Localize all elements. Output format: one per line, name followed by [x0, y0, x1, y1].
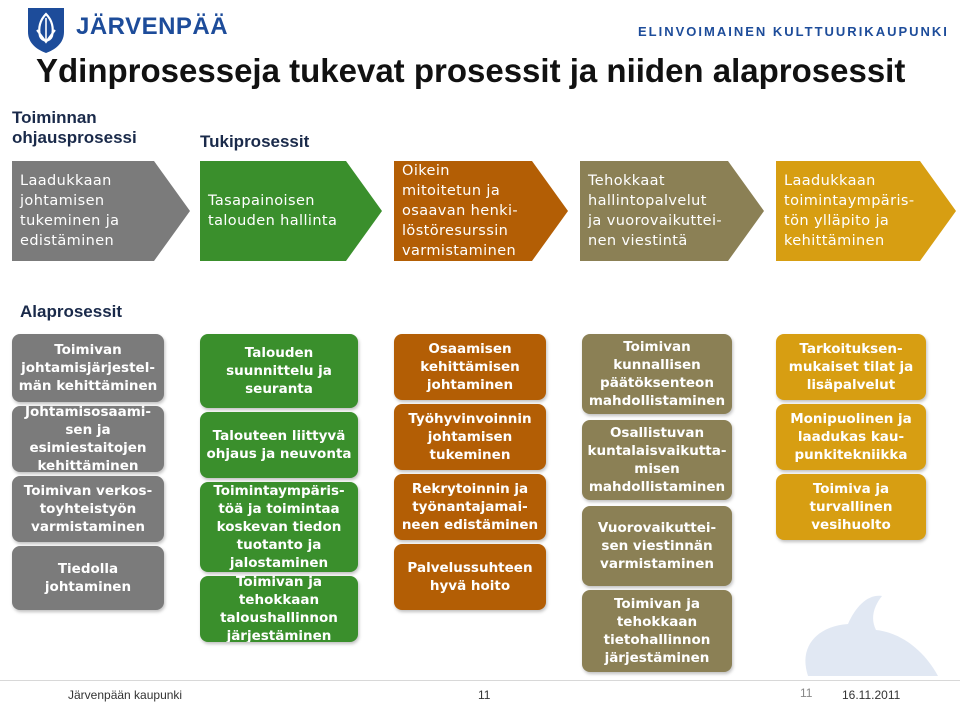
subprocess-box: Toimivan ja tehokkaan taloushallinnon jä…	[200, 576, 358, 642]
subprocess-box: Osallistuvan kuntalaisvaikutta-misen mah…	[582, 420, 732, 500]
process-arrow-henkilosto: Oikein mitoitetun ja osaavan henki-löstö…	[394, 161, 568, 261]
subprocess-box: Toimiva ja turvallinen vesihuolto	[776, 474, 926, 540]
footer-divider	[0, 680, 960, 681]
subprocess-box: Työhyvinvoinnin johtamisen tukeminen	[394, 404, 546, 470]
footer-organization: Järvenpään kaupunki	[68, 688, 183, 702]
brand-name: JÄRVENPÄÄ	[76, 13, 229, 40]
subprocess-box: Talouteen liittyvä ohjaus ja neuvonta	[200, 412, 358, 478]
label-alaprosessit: Alaprosessit	[20, 302, 123, 321]
arrow-label: Tehokkaat hallintopalvelut ja vuorovaiku…	[588, 173, 723, 249]
subprocess-box: Talouden suunnittelu ja seuranta	[200, 334, 358, 408]
subprocess-box: Tiedolla johtaminen	[12, 546, 164, 610]
subprocess-box: Monipuolinen ja laadukas kau-punkiteknii…	[776, 404, 926, 470]
process-arrow-toimintaymparisto: Laadukkaan toimintaympäris-tön ylläpito …	[776, 161, 956, 261]
subprocess-box: Tarkoituksen-mukaiset tilat ja lisäpalve…	[776, 334, 926, 400]
subprocess-box: Palvelussuhteen hyvä hoito	[394, 544, 546, 610]
subprocess-box: Osaamisen kehittämisen johtaminen	[394, 334, 546, 400]
subprocess-box: Toimintaympäris-töä ja toimintaa koskeva…	[200, 482, 358, 572]
arrow-label: Laadukkaan toimintaympäris-tön ylläpito …	[784, 173, 915, 249]
subprocess-box: Rekrytoinnin ja työnantajamai-neen edist…	[394, 474, 546, 540]
label-ohjausprosessi: Toiminnan ohjausprosessi	[12, 108, 137, 147]
footer-page-number-secondary: 11	[800, 686, 813, 700]
label-tukiprosessit: Tukiprosessit	[200, 132, 310, 151]
subprocess-box: Johtamisosaami-sen ja esimiestaitojen ke…	[12, 406, 164, 472]
subprocess-box: Toimivan ja tehokkaan tietohallinnon jär…	[582, 590, 732, 672]
arrow-label: Laadukkaan johtamisen tukeminen ja edist…	[20, 173, 120, 249]
page-title: Ydinprosesseja tukevat prosessit ja niid…	[36, 52, 906, 89]
footer-date: 16.11.2011	[842, 688, 901, 702]
process-arrow-johtaminen: Laadukkaan johtamisen tukeminen ja edist…	[12, 161, 190, 261]
slogan: ELINVOIMAINEN KULTTUURIKAUPUNKI	[638, 24, 949, 39]
bird-watermark-icon	[805, 595, 938, 676]
subprocess-box: Toimivan kunnallisen päätöksenteon mahdo…	[582, 334, 732, 414]
subprocess-box: Toimivan verkos-toyhteistyön varmistamin…	[12, 476, 164, 542]
process-arrow-hallintopalvelut: Tehokkaat hallintopalvelut ja vuorovaiku…	[580, 161, 764, 261]
arrow-label: Tasapainoisen talouden hallinta	[208, 193, 338, 229]
subprocess-box: Vuorovaikuttei-sen viestinnän varmistami…	[582, 506, 732, 586]
subprocess-box: Toimivan johtamisjärjestel-män kehittämi…	[12, 334, 164, 402]
process-arrow-talous: Tasapainoisen talouden hallinta	[200, 161, 382, 261]
footer-page-number: 11	[478, 688, 491, 702]
arrow-label: Oikein mitoitetun ja osaavan henki-löstö…	[402, 163, 519, 259]
city-crest-icon	[28, 8, 64, 53]
